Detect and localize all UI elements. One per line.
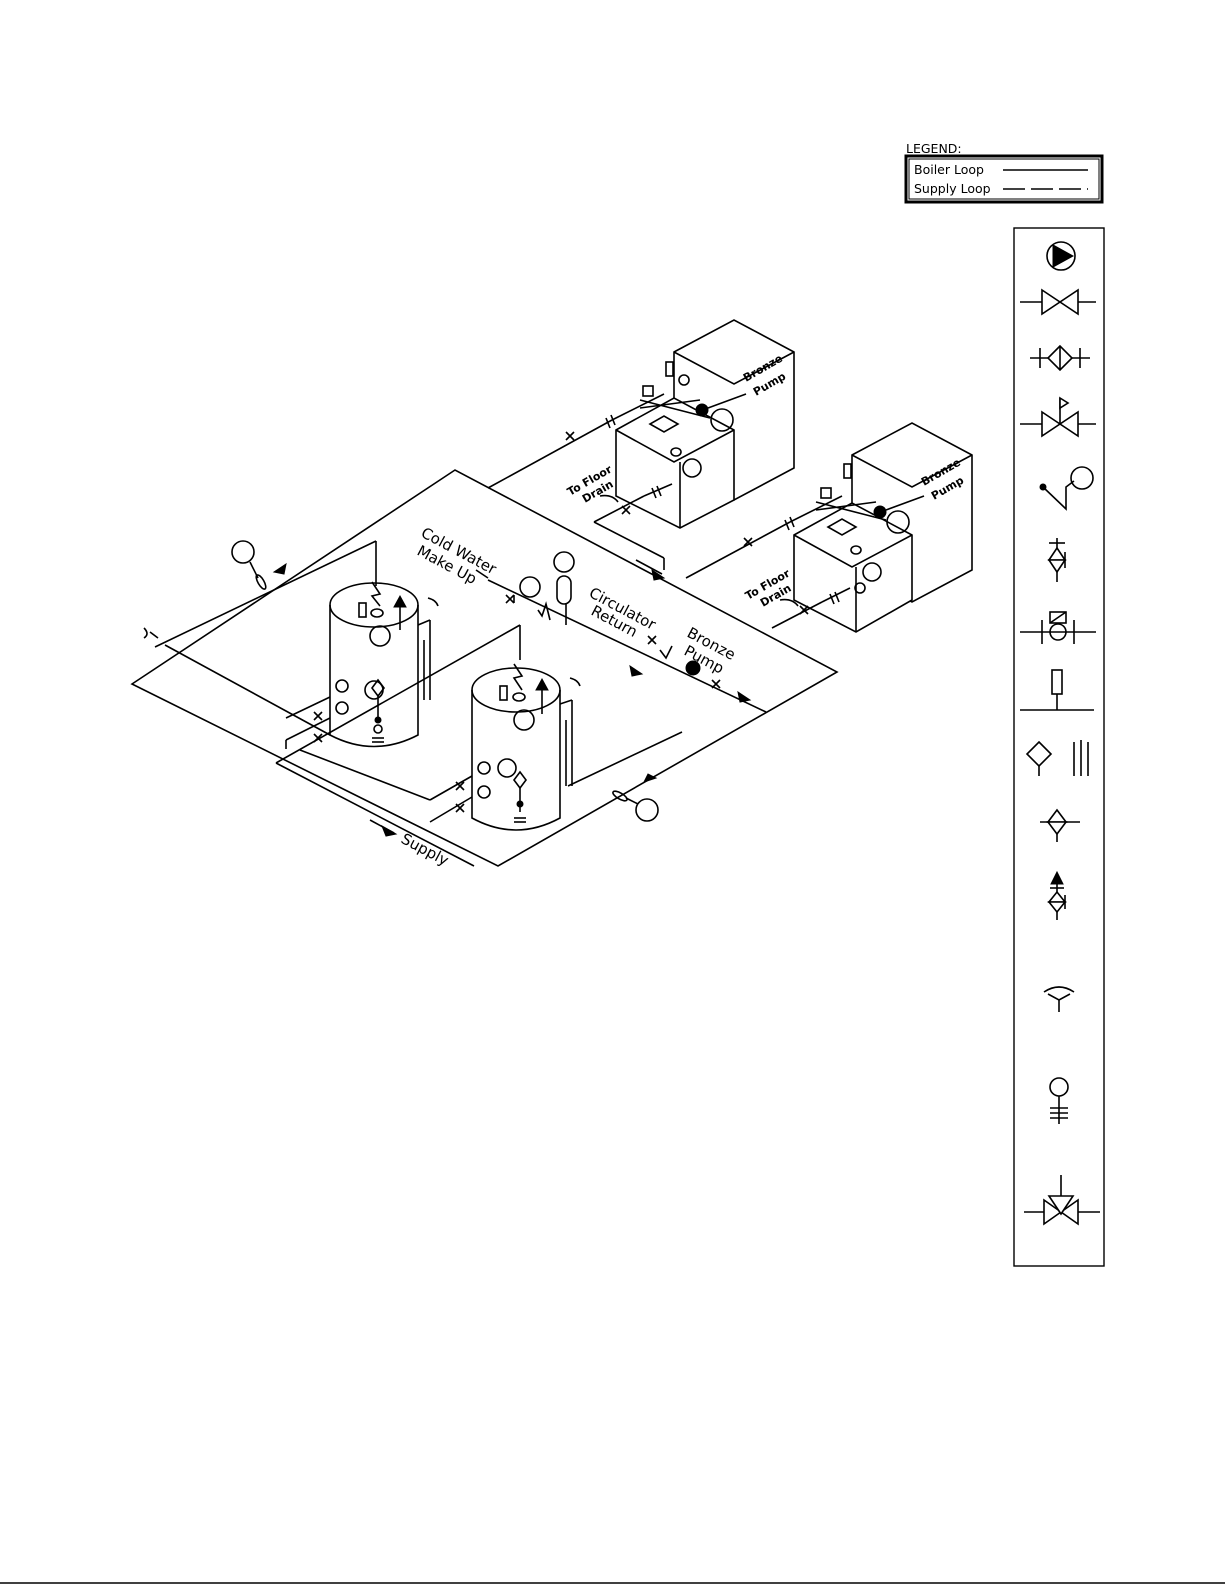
- supply-label: Supply: [398, 830, 452, 870]
- symbol-key: [1014, 228, 1104, 1266]
- storage-tank-2: [456, 664, 580, 830]
- strainer-union-symbol: [1027, 740, 1088, 776]
- boiler-1: Bronze Pump To Floor Drain: [488, 320, 794, 570]
- flow-arrow: [274, 564, 286, 574]
- legend-title: LEGEND:: [906, 141, 962, 156]
- vent-symbol: [1044, 987, 1074, 1012]
- callout-circle: [636, 799, 658, 821]
- mixing-valve-symbol: [1024, 1175, 1100, 1224]
- flow-arrow: [644, 774, 656, 782]
- flow-arrow: [738, 692, 750, 702]
- callout-circle: [232, 541, 254, 563]
- balancing-valve-symbol: [1040, 810, 1080, 842]
- aquastat-symbol: [1020, 670, 1094, 710]
- boiler-loop-outline: [132, 470, 837, 866]
- legend: LEGEND: Boiler Loop Supply Loop: [906, 141, 1102, 202]
- expansion-tank: [557, 576, 571, 604]
- main-loop-piping: Cold Water Make Up Circulator Return Bro…: [132, 470, 837, 870]
- temperature-relief-symbol: [1049, 538, 1065, 582]
- callout-circle: [554, 552, 574, 572]
- thermometer-symbol: [1040, 467, 1093, 509]
- pump-symbol: [1047, 242, 1075, 270]
- storage-tank-1: [314, 582, 438, 747]
- gate-valve-symbol: [1020, 290, 1096, 314]
- legend-boiler-loop-label: Boiler Loop: [914, 162, 984, 177]
- solenoid-valve-symbol: [1020, 612, 1096, 644]
- flow-arrow: [630, 666, 642, 676]
- check-valve-symbol: [1030, 346, 1090, 370]
- drain-gauge-symbol: [1050, 1078, 1068, 1124]
- tp-relief-valve-symbol: [1049, 872, 1065, 920]
- callout-circle: [520, 577, 540, 597]
- legend-supply-loop-label: Supply Loop: [914, 181, 991, 196]
- pressure-relief-valve-symbol: [1020, 398, 1096, 436]
